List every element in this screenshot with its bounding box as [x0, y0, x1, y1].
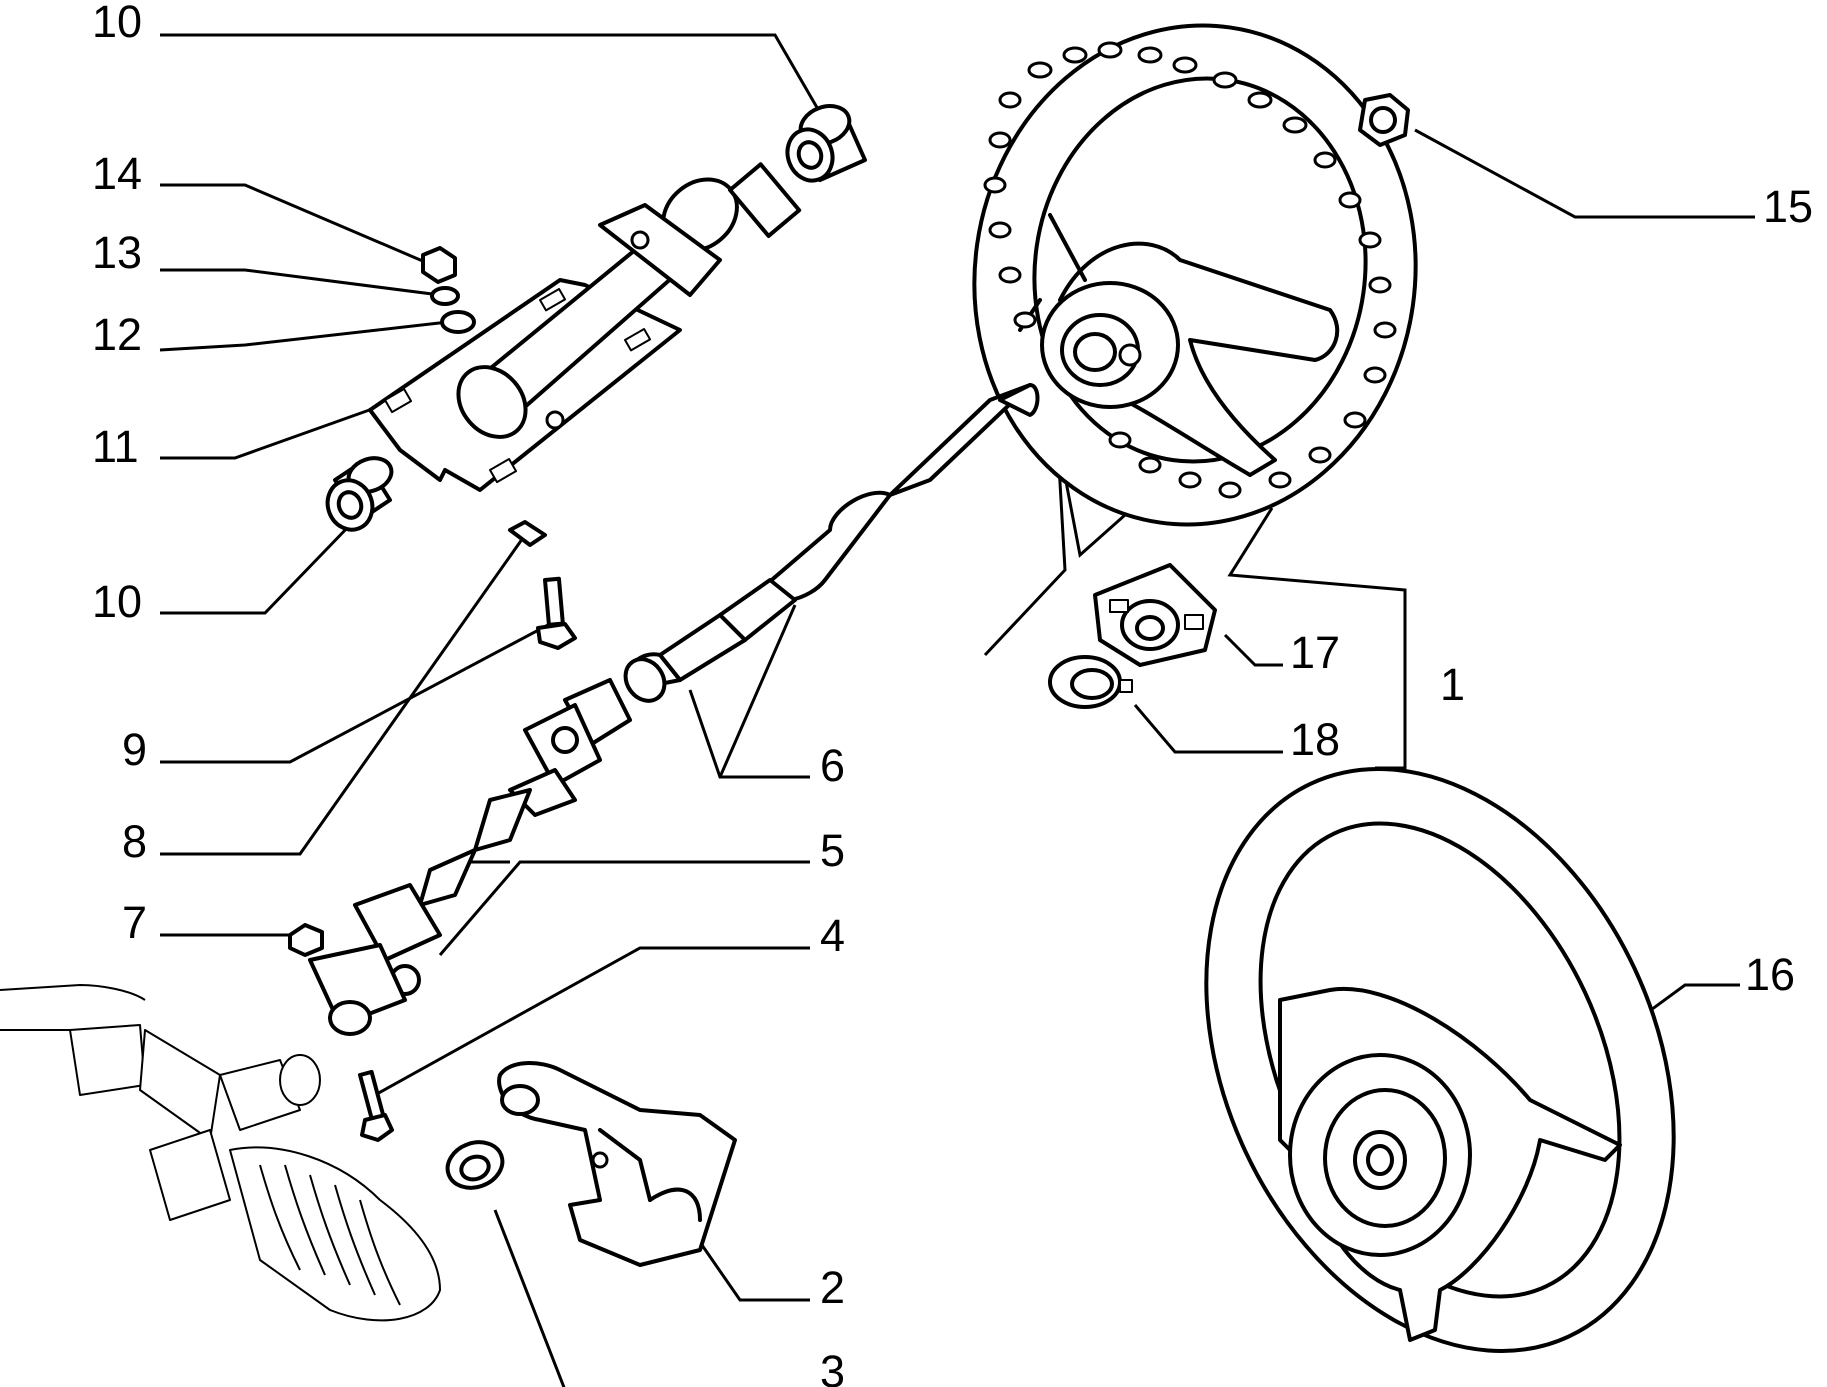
- bracket-2: [497, 1061, 737, 1267]
- bolt-9: [536, 576, 577, 650]
- callout-10-upper: 10: [92, 0, 142, 47]
- callout-12: 12: [92, 309, 142, 360]
- universal-joint-5: [308, 678, 632, 1036]
- steering-wheel-16: [1204, 767, 1676, 1353]
- callout-11: 11: [92, 421, 139, 472]
- callout-14: 14: [92, 148, 142, 199]
- column-support-11: [368, 162, 802, 492]
- horn-contact-17: [1093, 563, 1217, 667]
- steering-shaft-6: [623, 383, 1040, 703]
- callout-5: 5: [820, 825, 845, 876]
- bearing-bush-10-lower: [325, 456, 394, 532]
- rim-grip-holes: [983, 41, 1397, 499]
- callout-9: 9: [122, 724, 147, 775]
- callout-18: 18: [1290, 714, 1340, 765]
- callout-10-lower: 10: [92, 576, 142, 627]
- bolt-4: [357, 1069, 394, 1142]
- nut-14: [421, 246, 457, 284]
- callout-4: 4: [820, 910, 845, 961]
- callout-1: 1: [1440, 659, 1465, 710]
- callout-3: 3: [820, 1346, 845, 1387]
- callout-7: 7: [122, 897, 147, 948]
- leader-lines: [159, 33, 1755, 1387]
- callout-labels: 10 14 13 12 11 10 9 8 7 6 5 4 3 2 15 17 …: [92, 0, 1813, 1387]
- contact-ring-18: [1048, 655, 1133, 709]
- bush-3: [445, 1140, 505, 1190]
- steering-wheel: [972, 23, 1418, 527]
- steering-box: [0, 983, 441, 1322]
- washer-12: [440, 310, 476, 334]
- clip-nut-8: [508, 520, 547, 547]
- bearing-bush-10-upper: [785, 104, 867, 183]
- callout-2: 2: [820, 1262, 845, 1313]
- nut-7: [288, 923, 324, 957]
- callout-8: 8: [122, 816, 147, 867]
- callout-17: 17: [1290, 627, 1340, 678]
- callout-13: 13: [92, 227, 142, 278]
- callout-15: 15: [1763, 181, 1813, 232]
- nut-15: [1358, 93, 1410, 147]
- callout-6: 6: [820, 740, 845, 791]
- washer-13: [430, 286, 460, 306]
- callout-16: 16: [1745, 949, 1795, 1000]
